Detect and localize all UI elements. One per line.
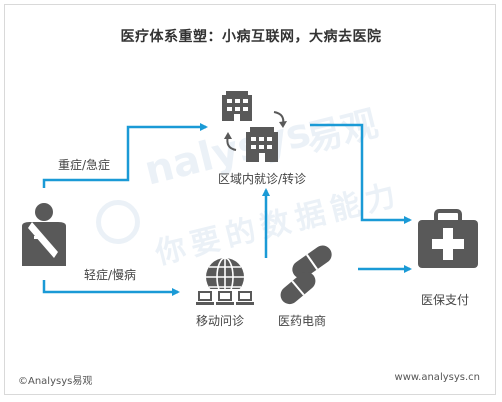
hospital-icon [222,91,287,162]
label-severe: 重症/急症 [58,158,111,172]
footer-copyright: ©Analysys易观 [18,376,93,387]
diagram-title: 医疗体系重塑：小病互联网，大病去医院 [120,29,382,45]
diagram-frame [4,4,496,395]
patient-icon [22,203,66,266]
arrow-patient-to-mobile [42,280,180,296]
arrow-patient-to-hospital [42,123,208,188]
globe-computers-icon [196,257,254,305]
label-regional: 区域内就诊/转诊 [218,172,307,186]
label-pharma: 医药电商 [278,314,327,328]
footer-url: www.analysys.cn [394,372,480,383]
label-mobile: 移动问诊 [196,314,245,328]
label-payment: 医保支付 [421,293,470,307]
pills-icon [280,245,332,305]
watermark-logo-ring [96,200,140,244]
label-mild: 轻症/慢病 [84,268,137,282]
arrow-hospital-to-payment [310,123,412,224]
medical-kit-icon [418,209,478,268]
